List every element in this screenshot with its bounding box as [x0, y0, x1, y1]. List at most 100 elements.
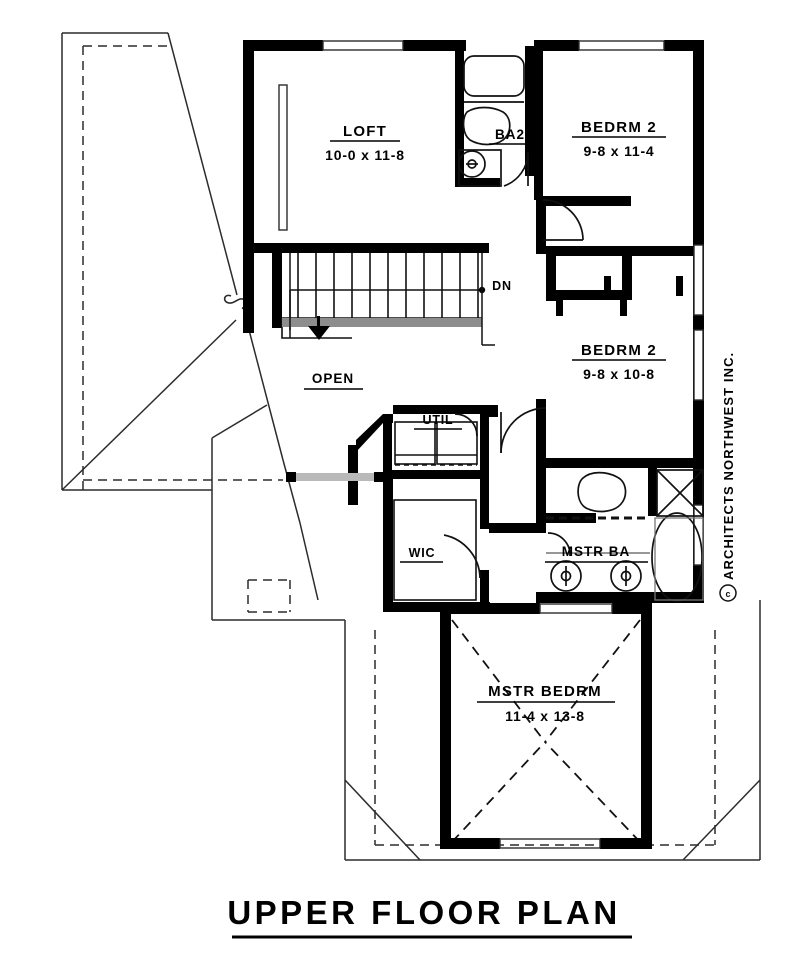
- roof-hip-left: [61, 319, 237, 491]
- wall-top-2: [403, 40, 466, 51]
- top-windows-group: [322, 40, 665, 51]
- door-swing-mstrba: [547, 532, 571, 557]
- dashed-roof-lines-group: [82, 45, 716, 846]
- jamb-util-a: [489, 405, 498, 417]
- wall-open-rail: [296, 473, 374, 481]
- wall-bedrm2b-left: [536, 408, 546, 468]
- wall-closet-left: [546, 246, 556, 301]
- ceiling-hip-ll: [451, 741, 546, 843]
- copyright-symbol-mark: c: [719, 584, 737, 602]
- window-bedrm2b-right-1: [693, 244, 704, 316]
- title-group: UPPER FLOOR PLAN: [227, 894, 632, 939]
- wall-ba2-right: [525, 46, 534, 176]
- label-mstr-ba: MSTR BA: [545, 544, 648, 563]
- util-fixtures-group: [394, 421, 478, 466]
- mstr-windows-group: [499, 603, 613, 849]
- roof-hip-bottom-right: [682, 779, 761, 861]
- bedrm2-upper-name: BEDRM 2: [581, 119, 657, 136]
- ba2-name: BA2: [495, 127, 525, 142]
- ba2-door-group: [503, 151, 529, 187]
- wall-mstrba-shower-left: [648, 468, 657, 516]
- wall-hall-top: [536, 196, 631, 206]
- wall-mstr-top-1: [440, 603, 540, 614]
- copyright-group: ARCHITECTS NORTHWEST INC. c: [719, 352, 737, 602]
- window-loft-top: [322, 40, 404, 51]
- wall-bedrm2a-left: [534, 40, 543, 200]
- loft-dimensions: 10-0 x 11-8: [325, 147, 405, 163]
- roof-slope-upper: [167, 32, 238, 296]
- wall-top-1: [243, 40, 323, 51]
- bedrm2b-door-group: [500, 407, 547, 454]
- washer: [394, 421, 436, 465]
- wall-wic-left: [383, 479, 393, 611]
- open-label: OPEN: [312, 371, 354, 386]
- window-mstr-bottom: [499, 838, 601, 849]
- mstr-ceiling-dashed-group: [451, 619, 641, 843]
- mstrba-door-group: [547, 532, 571, 557]
- wall-open-stub: [286, 472, 296, 482]
- bedrm2-lower-name: BEDRM 2: [581, 342, 657, 359]
- toilet-mstrba: [577, 471, 627, 513]
- mstr-ba-name: MSTR BA: [562, 544, 631, 559]
- wall-stair-top-end: [470, 243, 489, 253]
- wall-ba2-left: [455, 46, 464, 186]
- jamb-closet-d: [620, 296, 627, 316]
- wic-door-group: [443, 534, 481, 579]
- toilet-ba2: [462, 106, 511, 146]
- jamb-closet-a: [604, 276, 611, 296]
- arrow-head: [308, 326, 330, 340]
- wall-mstrba-hall: [489, 523, 546, 533]
- stair-down-arrow: [308, 316, 330, 340]
- label-bedrm2-lower: BEDRM 2 9-8 x 10-8: [572, 342, 666, 382]
- util-door-group: [454, 413, 478, 437]
- tub-mstrba: [651, 512, 703, 602]
- wall-mstrba-bottom: [536, 592, 704, 603]
- loft-window-group: [278, 84, 288, 231]
- door-swing-bedrm2a: [542, 199, 584, 241]
- window-loft-left: [278, 84, 288, 231]
- bedrm2a-door-group: [542, 199, 584, 241]
- wall-closet-top: [546, 246, 696, 256]
- mstr-bedrm-dimensions: 11-4 x 13-8: [505, 708, 585, 724]
- tub-deck-mstrba: [654, 517, 704, 601]
- wall-ba2-bottom: [455, 178, 500, 187]
- door-swing-util: [454, 413, 478, 437]
- wall-wic-right-upper: [480, 479, 489, 529]
- wall-wic-right-lower: [480, 570, 489, 612]
- wall-util-left: [383, 414, 392, 508]
- wall-mstr-bottom-1: [440, 838, 500, 849]
- wall-loft-bottom-2: [282, 243, 324, 253]
- wall-hall-left-vert: [536, 196, 546, 254]
- wic-name: WIC: [409, 546, 436, 560]
- bedrm2-lower-dimensions: 9-8 x 10-8: [583, 366, 655, 382]
- ba2-fixtures-group: [458, 55, 525, 187]
- wall-mstr-right: [641, 603, 652, 848]
- wall-closet-bottom: [546, 290, 632, 300]
- ceiling-hip-ul: [451, 619, 546, 743]
- label-bedrm2-upper: BEDRM 2 9-8 x 11-4: [572, 119, 666, 159]
- wall-angled-chamfer: [356, 414, 383, 452]
- wall-wic-bottom: [383, 602, 490, 612]
- sink-mstrba-left: [550, 560, 582, 592]
- window-bedrm2b-right-2: [693, 329, 704, 401]
- wic-shelf-outline: [393, 499, 477, 601]
- stair-nosing-bar: [282, 318, 482, 327]
- wall-left-stair: [243, 243, 254, 333]
- wall-mstrba-left: [536, 468, 546, 523]
- wall-stair-top: [324, 243, 489, 253]
- window-bedrm2a-top: [578, 40, 665, 51]
- wall-stair-left-vert: [272, 243, 282, 328]
- door-swing-wic: [443, 534, 481, 579]
- window-mstr-top: [539, 603, 613, 614]
- dryer: [436, 421, 478, 465]
- ceiling-hip-lr: [544, 741, 641, 843]
- shower-mstrba: [656, 469, 704, 517]
- wall-util-right: [480, 405, 489, 515]
- wall-open-stub2: [374, 472, 385, 482]
- roof-hip-small: [211, 404, 268, 439]
- roof-hip-bottom-left: [344, 779, 421, 861]
- plan-title: UPPER FLOOR PLAN: [227, 894, 620, 931]
- wall-top-4: [664, 40, 704, 51]
